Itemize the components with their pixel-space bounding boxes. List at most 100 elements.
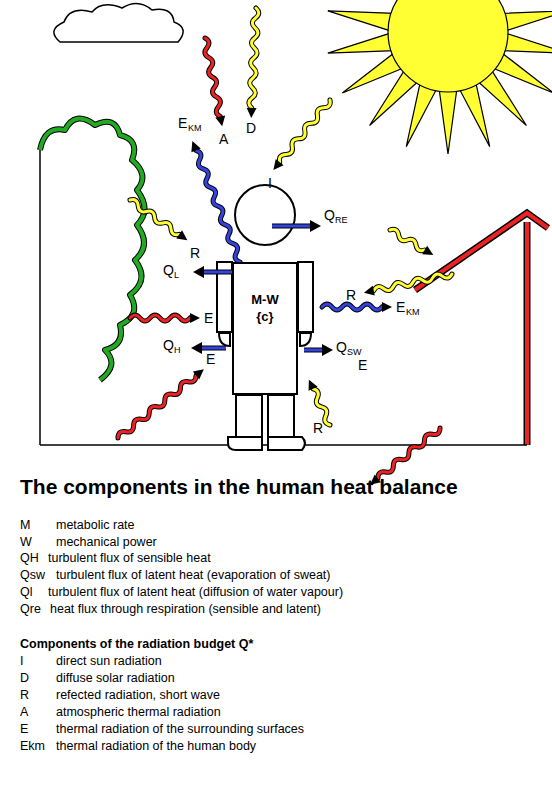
arrow-head — [215, 116, 227, 128]
legend-symbol: Qsw — [20, 569, 45, 582]
symbol-label: E — [396, 300, 405, 314]
legend-description: turbulent flux of latent heat (diffusion… — [48, 586, 343, 599]
symbol-label: I — [268, 176, 272, 190]
radiation-arrow — [304, 378, 334, 428]
arrow-body — [130, 315, 190, 321]
subscript: KM — [188, 124, 202, 133]
symbol-label: R — [346, 288, 356, 302]
arrow-head — [193, 365, 207, 379]
left-leg — [236, 395, 262, 437]
right-hand — [300, 333, 311, 346]
radiation-arrow — [246, 8, 261, 118]
arrow-body — [389, 227, 427, 252]
arrow-outline — [389, 227, 427, 252]
subscript: L — [174, 271, 179, 280]
symbol-label: Q — [163, 263, 174, 277]
torso-box: M-W{c} — [232, 262, 298, 395]
sun-ray — [439, 88, 457, 154]
legend-description: direct sun radiation — [56, 655, 162, 668]
legend-description: mechanical power — [56, 536, 157, 549]
arrow-head — [191, 342, 202, 354]
legend-symbol: Ekm — [20, 740, 45, 753]
subscript: RE — [335, 216, 348, 225]
sun — [326, 0, 552, 154]
arrow-head — [193, 266, 204, 278]
right-foot — [268, 437, 305, 450]
legend-symbol: W — [20, 536, 32, 549]
subscript: KM — [406, 308, 420, 317]
cloud — [54, 3, 183, 42]
arrow-head — [363, 286, 375, 298]
arrow-outline — [249, 8, 259, 108]
legend-description: metabolic rate — [56, 519, 135, 532]
legend-description: atmospheric thermal radiation — [56, 706, 221, 719]
section-heading: Components of the radiation budget Q* — [20, 638, 253, 651]
arrow-outline — [202, 270, 232, 275]
legend-description: heat flux through respiration (sensible … — [50, 603, 321, 616]
legend-description: thermal radiation of the human body — [56, 740, 256, 753]
arrow-body — [373, 271, 452, 294]
radiation-arrow — [130, 313, 200, 323]
human-figure — [217, 185, 313, 450]
arrow-outline — [376, 426, 442, 481]
legend-symbol: R — [20, 689, 29, 702]
arrow-body — [202, 271, 232, 274]
sun-disc — [388, 0, 508, 92]
radiation-arrow — [200, 37, 227, 127]
arrow-head — [246, 108, 256, 118]
legend-symbol: D — [20, 672, 29, 685]
arrow-body — [376, 426, 442, 481]
legend-symbol: E — [20, 723, 28, 736]
flux-arrow — [304, 344, 333, 356]
house-wall — [525, 222, 529, 445]
arrow-head — [188, 139, 201, 152]
arrow-outline — [202, 37, 223, 117]
left-hand — [219, 333, 230, 346]
symbol-label: R — [190, 246, 200, 260]
arrow-outline — [373, 271, 452, 294]
arrow-outline — [200, 346, 226, 351]
subscript: SW — [347, 348, 362, 357]
house — [415, 213, 548, 445]
node-text: M-W — [251, 292, 278, 309]
arrow-body — [202, 37, 223, 117]
flux-arrow — [193, 266, 232, 278]
arrow-head — [382, 302, 392, 312]
radiation-arrow — [322, 302, 392, 312]
arrow-body — [277, 98, 332, 164]
sun-ray — [502, 2, 552, 31]
flux-arrow — [272, 220, 321, 232]
tree-outline-shadow — [40, 119, 145, 380]
arrow-head — [422, 246, 436, 260]
arrow-outline — [128, 198, 181, 237]
tree — [40, 119, 145, 445]
arrow-outline — [277, 98, 332, 164]
legend-description: thermal radiation of the surrounding sur… — [56, 723, 304, 736]
arrow-outline — [116, 373, 198, 440]
sun-ray — [326, 33, 394, 62]
symbol-label: A — [219, 132, 228, 146]
radiation-arrow — [127, 196, 190, 244]
radiation-arrow — [388, 226, 436, 260]
symbol-label: E — [358, 358, 367, 372]
diagram-title: The components in the human heat balance — [20, 476, 458, 497]
arrow-outline — [304, 348, 324, 353]
arrow-head — [190, 313, 200, 323]
arrow-head — [176, 230, 190, 244]
arrow-body — [128, 198, 181, 237]
arrow-outline — [130, 315, 190, 321]
tree-outline — [40, 119, 145, 380]
node-text: {c} — [256, 309, 273, 326]
symbol-label: E — [204, 311, 213, 325]
radiation-arrow — [115, 365, 207, 442]
sun-ray — [326, 2, 394, 31]
legend-symbol: M — [20, 519, 30, 532]
arrow-head — [322, 344, 333, 356]
symbol-label: Q — [163, 338, 174, 352]
sun-ray — [502, 33, 552, 62]
arrow-body — [193, 149, 243, 263]
left-foot — [228, 437, 262, 450]
tree-edge — [39, 150, 41, 445]
arrow-outline — [322, 304, 382, 310]
